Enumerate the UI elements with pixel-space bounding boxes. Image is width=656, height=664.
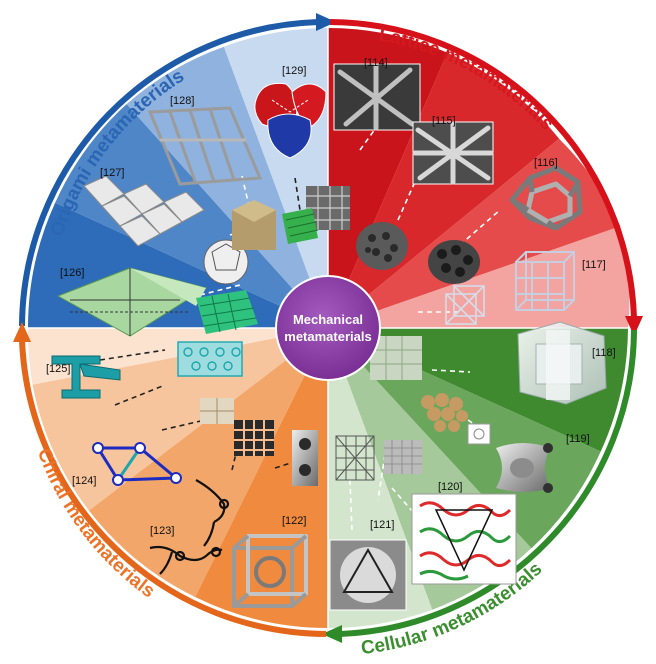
ref-120: [120] — [438, 481, 462, 493]
lattice-cell-116 — [509, 165, 583, 231]
ref-122: [122] — [282, 515, 306, 527]
chiral-weave — [234, 420, 274, 456]
origami-sphere — [203, 239, 249, 285]
ref-121: [121] — [370, 519, 394, 531]
center-title-line1: Mechanical — [293, 312, 363, 327]
lattice-unitcell-small — [445, 285, 485, 325]
origami-green-mesh — [196, 290, 258, 334]
ref-124: [124] — [72, 475, 96, 487]
chiral-tower — [292, 430, 318, 486]
cellular-glass-118 — [517, 321, 607, 405]
origami-sheet-126 — [56, 267, 208, 337]
cellular-lattice-121 — [335, 435, 375, 481]
ref-117: [117] — [582, 259, 606, 271]
ref-126: [126] — [60, 267, 84, 279]
cellular-photo-121 — [329, 539, 407, 611]
cellular-pattern-120 — [411, 493, 517, 585]
cellular-arc-arrow — [322, 329, 637, 643]
cellular-node-small — [467, 423, 491, 445]
ref-118: [118] — [592, 347, 616, 359]
chiral-cross-125 — [51, 355, 121, 399]
ref-115: [115] — [432, 115, 456, 127]
lattice-cube-117 — [515, 251, 575, 311]
center-title-line2: metamaterials — [284, 329, 371, 344]
chiral-tile-top — [177, 341, 243, 377]
origami-green-pattern — [282, 208, 319, 244]
ref-129: [129] — [282, 65, 306, 77]
center-hub: Mechanical metamaterials — [275, 275, 381, 381]
origami-arc-arrow — [19, 13, 336, 327]
ref-114: [114] — [364, 57, 388, 69]
lattice-sem-114 — [333, 63, 421, 131]
chiral-links-123 — [149, 479, 230, 575]
chiral-network-124 — [92, 442, 182, 486]
reference-labels: [114] [115] [116] [117] [118] [119] [120… — [46, 57, 616, 537]
origami-shapes-129 — [254, 82, 327, 159]
ref-127: [127] — [100, 167, 124, 179]
chiral-arc-arrow — [13, 322, 327, 637]
origami-frame-128 — [147, 106, 263, 186]
chiral-sample-small — [200, 398, 234, 424]
cellular-spheres — [421, 393, 468, 432]
ref-116: [116] — [534, 157, 558, 169]
origami-unit-cube — [232, 200, 276, 250]
ref-119: [119] — [566, 433, 590, 445]
ref-128: [128] — [170, 95, 194, 107]
chiral-cage-122 — [232, 534, 308, 608]
lattice-sem-115 — [412, 121, 494, 185]
ref-125: [125] — [46, 363, 70, 375]
cellular-mesh — [384, 440, 422, 474]
lattice-samples — [306, 186, 480, 284]
origami-tiles-127 — [83, 175, 205, 247]
lattice-arc-arrow — [329, 19, 643, 336]
ref-123: [123] — [150, 525, 174, 537]
cellular-node-119 — [496, 443, 553, 493]
